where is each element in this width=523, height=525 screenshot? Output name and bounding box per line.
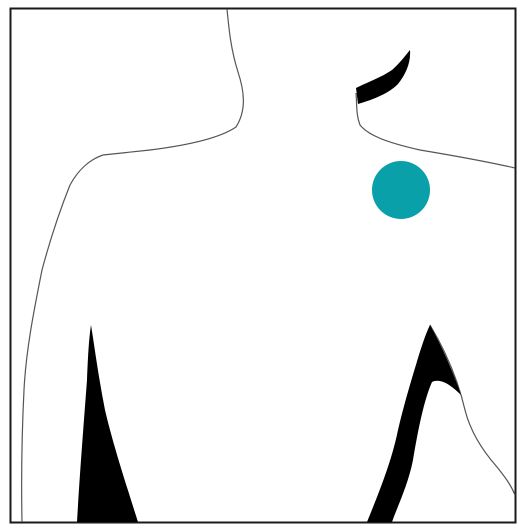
location-marker-dot[interactable]	[372, 161, 430, 219]
